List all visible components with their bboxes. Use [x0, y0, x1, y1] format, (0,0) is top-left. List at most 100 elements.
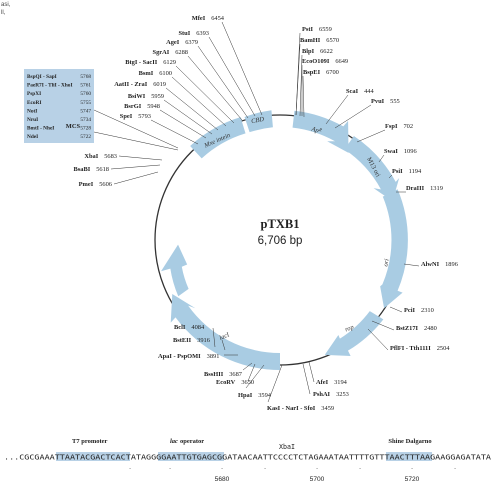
site-position: 702 [403, 123, 413, 130]
site-name: BssHII [204, 371, 224, 378]
restriction-site-label: FspI 702 [385, 123, 413, 130]
mcs-site-name: NotI [27, 108, 37, 114]
site-leader-line [212, 327, 216, 348]
site-leader-line [110, 164, 161, 170]
site-position: 2310 [421, 307, 434, 314]
site-name: PsiI [392, 168, 403, 175]
feature-label-ap: Ap [310, 125, 321, 134]
site-position: 6559 [319, 26, 332, 33]
site-position: 5959 [151, 93, 164, 100]
site-name: BlpI [302, 48, 315, 55]
mcs-site-name: EcoRI [27, 100, 41, 106]
corner-text-2: ll, [1, 10, 6, 16]
site-position: 2504 [437, 345, 451, 352]
site-position: 1319 [430, 185, 443, 192]
mcs-site-name: NdeI [27, 134, 38, 140]
t7-promoter-label: T7 promoter [72, 438, 108, 445]
site-position: 6288 [175, 49, 188, 56]
seq-highlight-sd [386, 452, 432, 461]
site-leader-line [403, 263, 420, 267]
site-name: BsaBI [74, 166, 91, 173]
site-leader-line [388, 174, 393, 179]
mcs-label: MCS [66, 123, 81, 130]
site-name: PciI [404, 307, 416, 314]
ruler-label-3: 5720 [405, 476, 420, 483]
site-leader-line [302, 75, 305, 118]
site-name: FspI [385, 123, 398, 130]
plasmid-name: pTXB1 [261, 217, 300, 231]
site-name: BtgI - SacII [125, 59, 157, 66]
site-name: ApaI - PspOMI [158, 353, 201, 360]
site-leader-line [389, 306, 403, 313]
site-position: 3459 [321, 405, 334, 412]
site-leader-line [118, 155, 163, 161]
site-position: 6700 [326, 69, 339, 76]
site-name: BstZ17I [396, 325, 419, 332]
site-name: SgrAI [153, 49, 170, 56]
site-leader-line [325, 94, 349, 125]
mcs-site-position: 5734 [80, 117, 91, 123]
site-leader-line [295, 43, 301, 116]
restriction-site-label: BsaBI 5618 [74, 166, 109, 173]
site-leader-line [267, 364, 283, 403]
site-position: 3891 [207, 353, 220, 360]
site-name: SpeI [120, 113, 133, 120]
site-position: 5948 [147, 103, 160, 110]
site-leader-line [208, 36, 256, 117]
site-name: PshAI [313, 391, 331, 398]
feature-label-cbd: CBD [251, 116, 265, 125]
mcs-site-position: 5728 [80, 126, 91, 132]
site-position: 3650 [241, 379, 254, 386]
svg-text:.: . [316, 464, 318, 471]
feature-arrows [161, 110, 408, 370]
site-position: 6570 [326, 37, 339, 44]
xbai-seq-label: XbaI [279, 443, 295, 451]
site-leader-line [247, 363, 256, 382]
site-position: 6019 [153, 81, 166, 88]
mcs-leader-bottom [93, 131, 179, 151]
svg-text:.: . [221, 464, 223, 471]
site-name: XbaI [84, 153, 98, 160]
mcs-site-position: 5755 [80, 100, 91, 106]
ruler-label-1: 5680 [215, 476, 230, 483]
site-leader-line [371, 320, 395, 331]
site-position: 555 [390, 98, 400, 105]
svg-text:.: . [264, 464, 266, 471]
site-leader-line [197, 45, 249, 119]
site-name: AgeI [166, 39, 180, 46]
site-position: 5618 [96, 166, 109, 173]
site-leader-line [165, 87, 219, 131]
site-leader-line [221, 339, 226, 351]
site-leader-line [378, 154, 385, 163]
site-position: 6100 [159, 70, 172, 77]
site-position: 4084 [191, 324, 205, 331]
site-leader-line [187, 55, 243, 121]
site-position: 6393 [196, 30, 209, 37]
svg-text:.: . [129, 464, 131, 471]
site-leader-line [367, 328, 389, 351]
mcs-site-name: BspQI - SapI [27, 74, 57, 80]
lac-operator-label-lac: lac [170, 438, 178, 445]
feature-arrow-laci [170, 293, 280, 370]
site-name: BstEII [173, 337, 192, 344]
site-name: SwaI [384, 148, 398, 155]
seq-highlight-t7 [56, 452, 130, 461]
site-leader-line [242, 362, 253, 371]
site-name: AfeI [316, 379, 329, 386]
